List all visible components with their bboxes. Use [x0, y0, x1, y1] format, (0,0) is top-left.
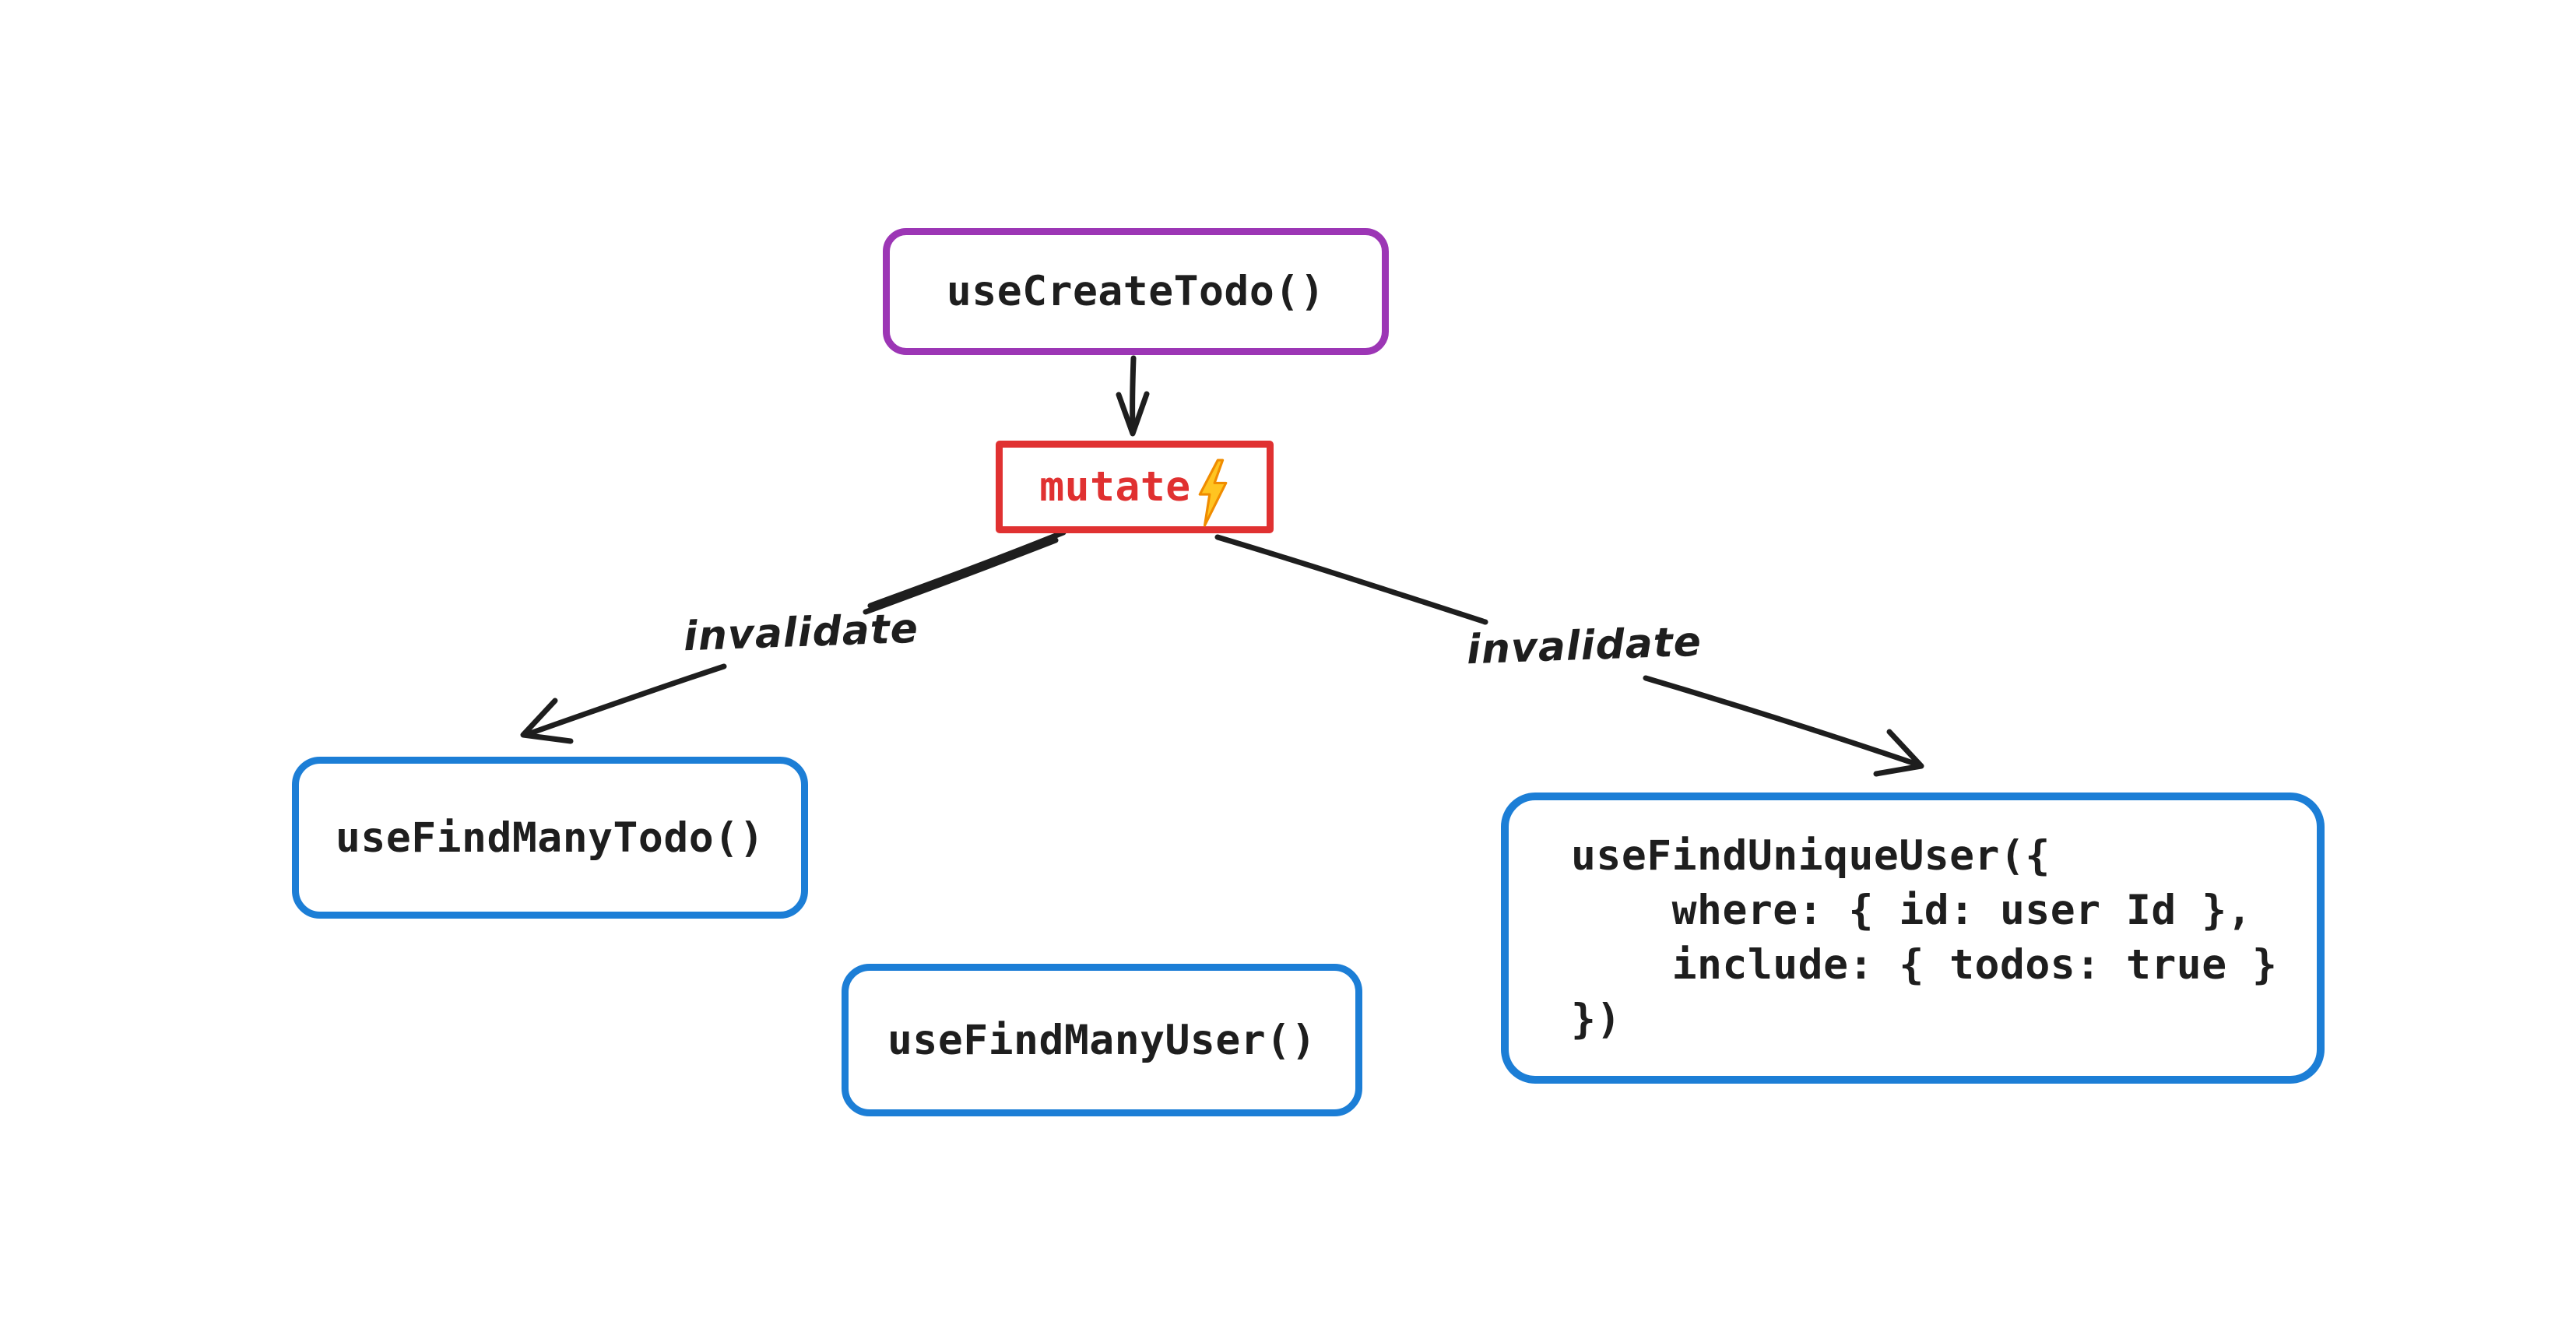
- lightning-bolt-icon: [1198, 459, 1228, 526]
- arrow-mutate-to-find-unique-user: [1214, 534, 1924, 777]
- node-use-find-many-todo-label: useFindManyTodo(): [336, 814, 764, 862]
- node-use-create-todo: useCreateTodo(): [883, 228, 1389, 355]
- node-use-find-many-user: useFindManyUser(): [842, 964, 1362, 1116]
- arrow-mutate-to-find-many-todo: [520, 529, 1067, 744]
- node-use-find-many-user-label: useFindManyUser(): [887, 1016, 1316, 1064]
- edge-label-invalidate-right: invalidate: [1466, 618, 1703, 674]
- arrow-create-to-mutate: [1116, 355, 1150, 437]
- node-use-create-todo-label: useCreateTodo(): [946, 268, 1326, 315]
- code-line: useFindUniqueUser({: [1571, 832, 2051, 880]
- edge-label-invalidate-left: invalidate: [683, 605, 919, 661]
- node-use-find-many-todo: useFindManyTodo(): [292, 757, 808, 919]
- code-line: }): [1571, 996, 1622, 1043]
- node-mutate: mutate: [996, 441, 1274, 533]
- node-mutate-label: mutate: [1039, 463, 1191, 511]
- code-line: include: { todos: true }: [1571, 941, 2278, 989]
- node-use-find-unique-user: useFindUniqueUser({ where: { id: user Id…: [1501, 793, 2325, 1084]
- code-line: where: { id: user Id },: [1571, 887, 2253, 934]
